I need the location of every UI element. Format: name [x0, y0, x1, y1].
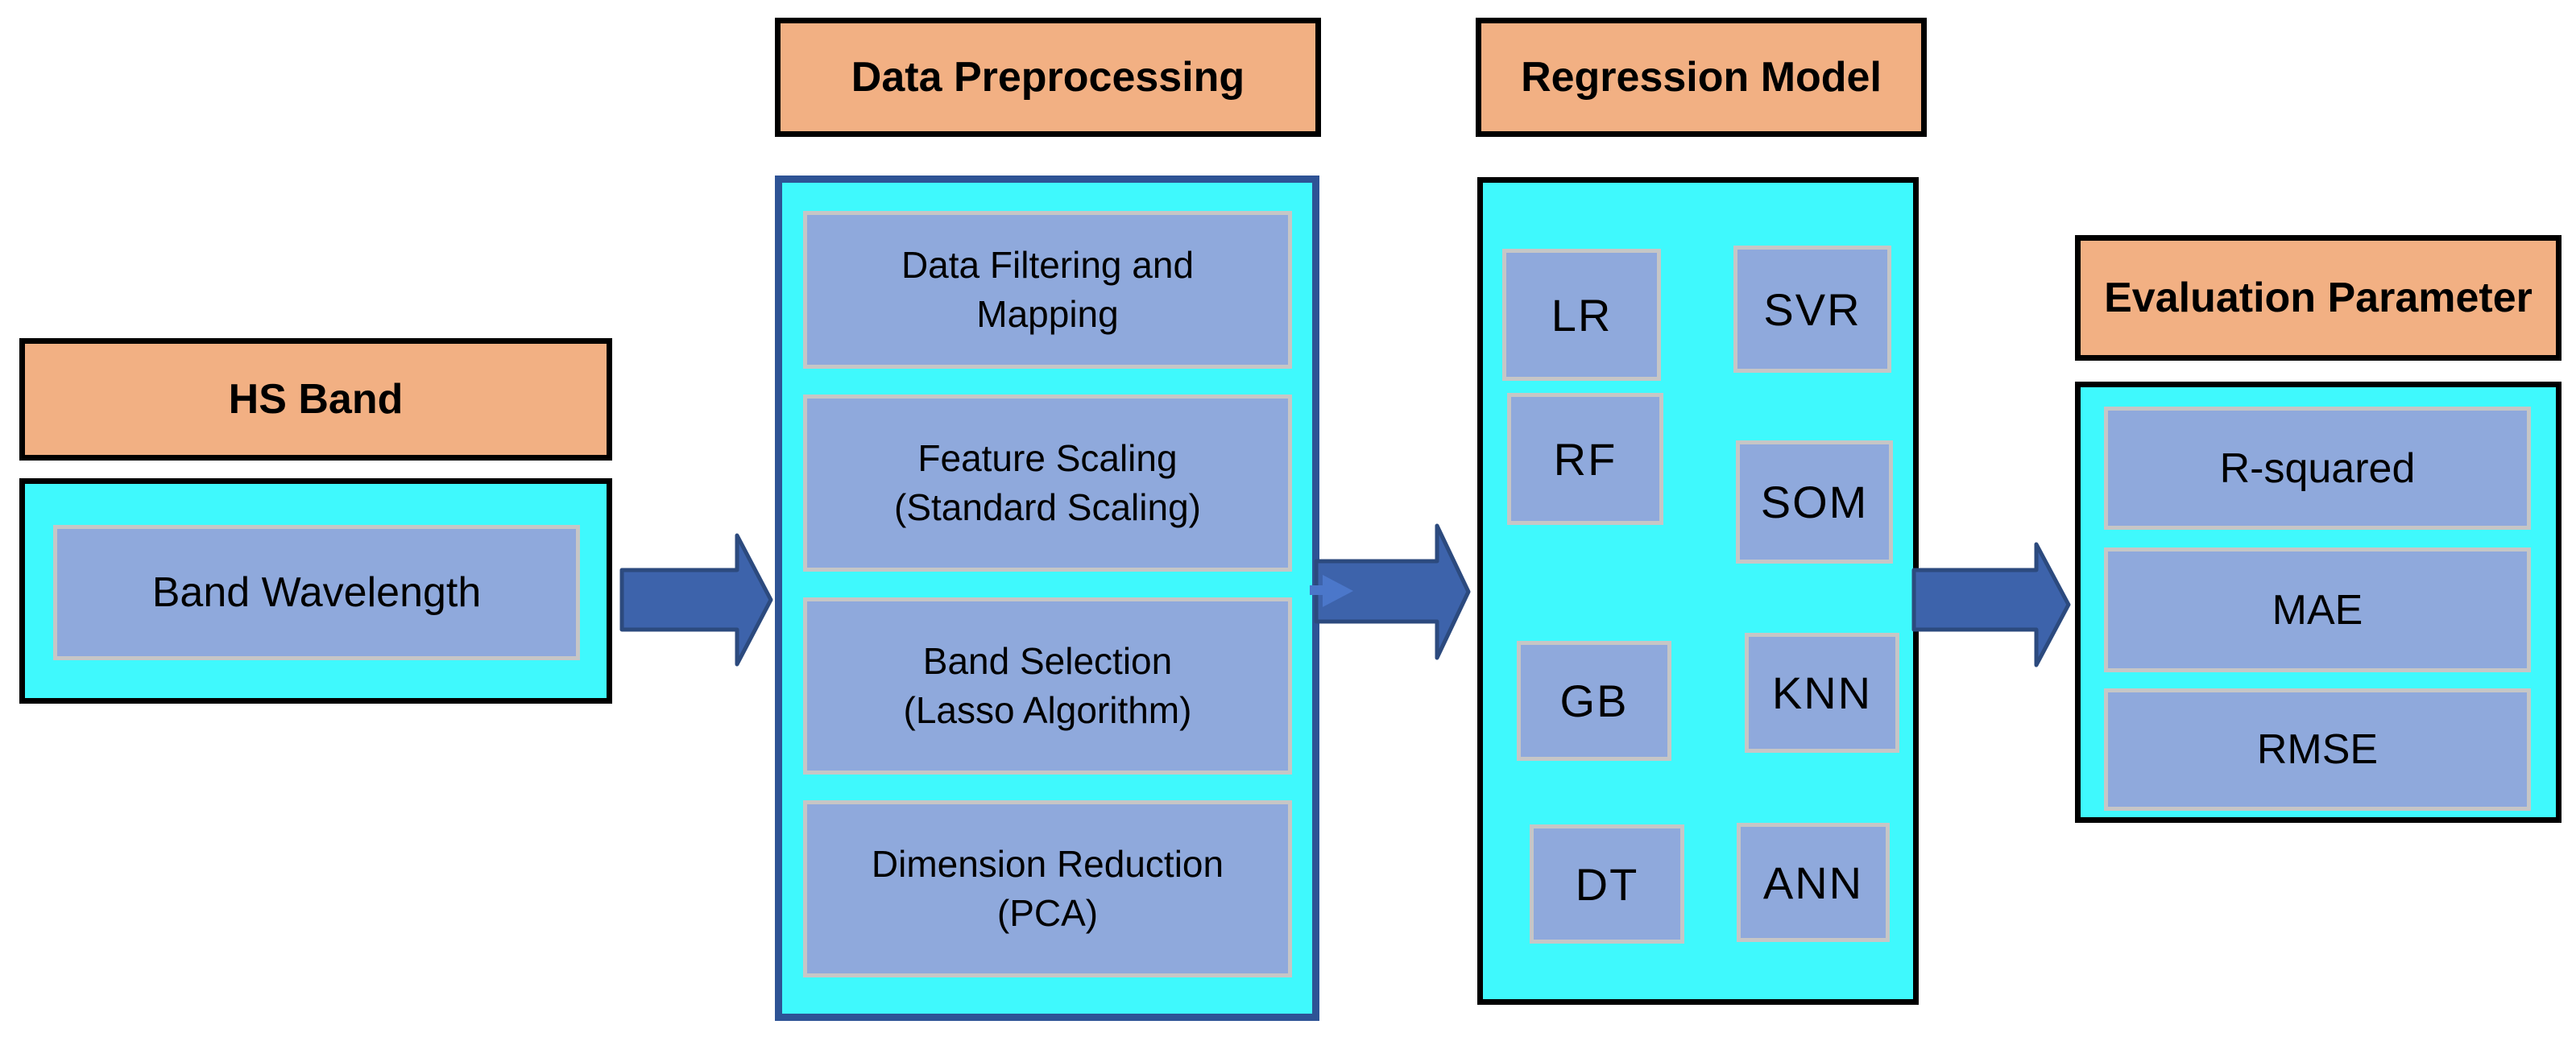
evaluation-parameter-header-label: Evaluation Parameter [2104, 275, 2533, 321]
model-som-label: SOM [1760, 477, 1869, 527]
metric-mae-box: MAE [2104, 547, 2531, 672]
evaluation-parameter-container: R-squared MAE RMSE [2075, 382, 2562, 823]
arrow-preprocessing-to-regression-icon [1314, 523, 1471, 660]
hs-band-header-label: HS Band [228, 376, 404, 423]
model-rf-label: RF [1553, 433, 1617, 485]
model-knn-label: KNN [1771, 667, 1873, 718]
step-feature-scaling: Feature Scaling (Standard Scaling) [803, 395, 1292, 572]
step-band-selection: Band Selection (Lasso Algorithm) [803, 597, 1292, 775]
arrow-small-light-head-icon [1323, 575, 1353, 607]
step-dimension-reduction-label: Dimension Reduction (PCA) [871, 843, 1224, 934]
regression-model-container: LR SVR RF SOM GB KNN DT ANN [1477, 177, 1919, 1005]
metric-mae-label: MAE [2272, 586, 2363, 634]
model-som-box: SOM [1736, 440, 1893, 564]
regression-model-header-label: Regression Model [1521, 54, 1882, 101]
metric-r-squared-label: R-squared [2219, 444, 2416, 492]
model-knn-box: KNN [1745, 633, 1899, 753]
evaluation-parameter-header: Evaluation Parameter [2075, 235, 2562, 361]
band-wavelength-box: Band Wavelength [53, 525, 580, 660]
model-lr-box: LR [1502, 249, 1661, 381]
data-preprocessing-header: Data Preprocessing [775, 18, 1321, 137]
data-preprocessing-container: Data Filtering and Mapping Feature Scali… [775, 176, 1319, 1021]
model-gb-label: GB [1559, 675, 1629, 726]
model-gb-box: GB [1517, 641, 1671, 761]
arrow-hs-to-preprocessing-icon [619, 533, 773, 667]
model-dt-label: DT [1575, 858, 1639, 910]
model-ann-label: ANN [1762, 857, 1864, 908]
model-lr-label: LR [1551, 289, 1613, 341]
model-ann-box: ANN [1737, 823, 1890, 942]
hs-band-header: HS Band [19, 338, 612, 461]
step-data-filtering-mapping: Data Filtering and Mapping [803, 211, 1292, 369]
metric-r-squared-box: R-squared [2104, 407, 2531, 530]
arrow-regression-to-evaluation-icon [1911, 542, 2071, 667]
band-wavelength-label: Band Wavelength [151, 569, 482, 616]
step-data-filtering-mapping-label: Data Filtering and Mapping [901, 244, 1195, 335]
model-dt-box: DT [1530, 824, 1684, 944]
model-svr-label: SVR [1763, 283, 1862, 335]
step-dimension-reduction: Dimension Reduction (PCA) [803, 800, 1292, 977]
metric-rmse-label: RMSE [2256, 726, 2379, 773]
hs-band-container: Band Wavelength [19, 478, 612, 704]
model-rf-box: RF [1507, 393, 1663, 525]
regression-model-header: Regression Model [1476, 18, 1927, 137]
model-svr-box: SVR [1733, 246, 1891, 373]
step-feature-scaling-label: Feature Scaling (Standard Scaling) [894, 437, 1201, 528]
step-band-selection-label: Band Selection (Lasso Algorithm) [903, 640, 1192, 731]
metric-rmse-box: RMSE [2104, 688, 2531, 811]
data-preprocessing-header-label: Data Preprocessing [851, 54, 1245, 101]
